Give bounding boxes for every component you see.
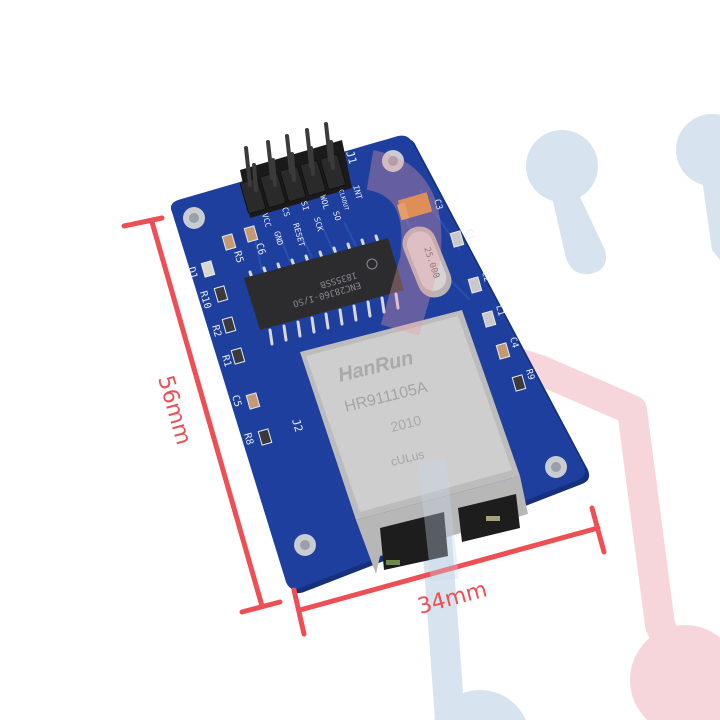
label-r8: R8	[241, 432, 255, 447]
label-c4: C4	[507, 336, 520, 349]
label-c2: C2	[479, 270, 492, 283]
mounting-hole	[294, 534, 316, 556]
rj45-jack: HanRun HR911105A 2010 cULus J2	[289, 310, 528, 574]
label-r1: R1	[219, 354, 233, 369]
label-l1: L1	[493, 304, 506, 317]
pin-label-sck: SCK	[312, 216, 325, 233]
header-ref-label: J1	[343, 149, 359, 165]
label-r9: R9	[523, 368, 536, 381]
smd-components-left: R5 C6 D1 R10 R2 R1 C5 R8	[185, 225, 273, 447]
smd-components-right: C3 C1 C2 L1 C4 R9	[431, 198, 536, 392]
label-r5: R5	[231, 250, 245, 265]
mounting-hole	[183, 207, 205, 229]
rj45-date-code: 2010	[389, 412, 423, 435]
tantalum-capacitor	[397, 192, 433, 221]
crystal-oscillator: 25.000	[402, 226, 452, 298]
microchip-logo-icon	[366, 258, 378, 270]
height-label: 56mm	[152, 373, 196, 448]
pin-label-vcc: VCC	[260, 212, 273, 229]
rj45-ref-label: J2	[289, 417, 305, 433]
enc28j60-chip: ENC28J60-I/SO 1835SSB	[244, 234, 404, 346]
label-r10: R10	[197, 290, 213, 310]
header-pin-labels: VCC CS SI WOL CLKOUT INT GND RESET SCK S…	[260, 184, 364, 248]
mounting-hole	[382, 150, 404, 172]
label-d1: D1	[185, 266, 199, 281]
pin-label-so: SO	[331, 210, 342, 222]
label-r2: R2	[209, 324, 223, 339]
label-c5: C5	[229, 394, 243, 409]
pin-label-cs: CS	[280, 206, 291, 218]
label-c1: C1	[463, 228, 476, 241]
label-c3: C3	[431, 198, 444, 211]
pin-label-si: SI	[299, 200, 310, 212]
mounting-hole	[545, 456, 567, 478]
pin-label-int: INT	[351, 184, 364, 201]
pin-label-wol: WOL	[318, 194, 331, 211]
pin-label-gnd: GND	[272, 230, 285, 247]
watermark-overlay	[365, 150, 459, 582]
pin-header-j1: J1	[239, 122, 359, 218]
label-c6: C6	[253, 242, 267, 257]
